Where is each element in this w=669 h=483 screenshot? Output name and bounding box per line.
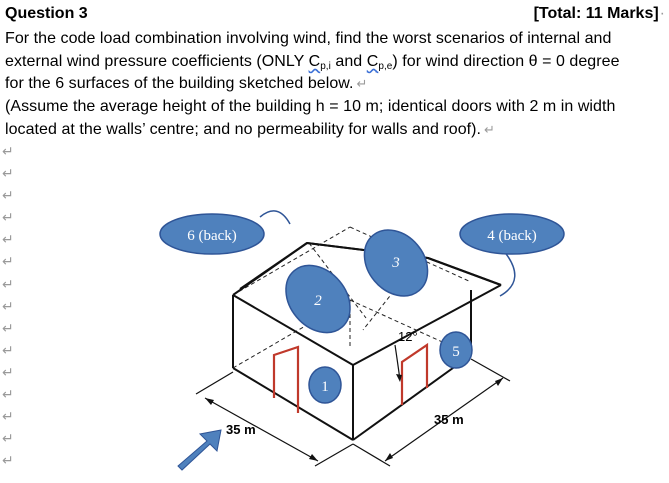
paragraph-mark-icon: ↵ bbox=[356, 76, 368, 92]
body-line-2a: external wind pressure coefficients (ONL… bbox=[5, 52, 309, 70]
question-title: Question 3 bbox=[5, 5, 88, 22]
paragraph-mark-icon: ↵ bbox=[484, 121, 495, 137]
body-and: and bbox=[330, 52, 367, 70]
paragraph-mark-icon: ↵ bbox=[2, 363, 14, 380]
body-line-2b: ) for wind direction θ = 0 degree bbox=[392, 52, 620, 70]
paragraph-mark-icon: ↵ bbox=[2, 452, 14, 469]
surface-bubbles: 6 (back) 4 (back) 3 2 1 5 bbox=[159, 213, 565, 404]
leader-6 bbox=[259, 210, 291, 225]
dim-label-left: 35 m bbox=[226, 422, 256, 437]
cpi-letter: C bbox=[308, 52, 321, 70]
paragraph-mark-icon: ↵ bbox=[2, 275, 14, 292]
surface-1-label: 1 bbox=[321, 379, 329, 395]
paragraph-mark-icon: ↵ bbox=[2, 143, 14, 159]
door-left bbox=[272, 345, 300, 413]
paragraph-mark-icon: ↵ bbox=[2, 319, 14, 336]
leader-4 bbox=[499, 249, 516, 297]
dimension-arrowheads bbox=[205, 378, 503, 461]
dimension-lines bbox=[195, 358, 511, 467]
doors bbox=[272, 342, 429, 413]
surface-6-bubble bbox=[159, 213, 265, 255]
paragraph-mark-icon: ↵ bbox=[2, 231, 14, 248]
question-header: Question 3 [Total: 11 Marks]· bbox=[5, 5, 665, 27]
surface-5-label: 5 bbox=[452, 344, 460, 360]
paragraph-mark-icon: · bbox=[659, 5, 665, 22]
total-marks-text: [Total: 11 Marks] bbox=[533, 5, 659, 22]
surface-4-label: 4 (back) bbox=[487, 228, 537, 244]
dim-label-right: 35 m bbox=[434, 412, 464, 427]
surface-4-bubble bbox=[459, 213, 565, 255]
paragraph-mark-icon: ↵ bbox=[2, 165, 14, 182]
surface-3-label: 3 bbox=[391, 255, 400, 271]
door-right bbox=[400, 342, 429, 405]
wind-arrow-icon bbox=[177, 429, 222, 471]
body-line-1: For the code load combination involving … bbox=[5, 30, 612, 47]
paragraph-mark-icon: ↵ bbox=[2, 430, 14, 447]
paragraph-mark-icon: ↵ bbox=[2, 209, 14, 226]
body-line-3-text: for the 6 surfaces of the building sketc… bbox=[5, 75, 354, 93]
paragraph-mark-icon: ↵ bbox=[2, 253, 14, 270]
angle-arc-head-icon bbox=[396, 374, 402, 382]
paragraph-marks-column: ↵ ↵ ↵ ↵ ↵ ↵ ↵ ↵ ↵ ↵ ↵ ↵ ↵ ↵ ↵ bbox=[2, 140, 16, 480]
surface-1-bubble bbox=[308, 366, 342, 404]
surface-6-label: 6 (back) bbox=[187, 228, 237, 244]
paragraph-mark-icon: ↵ bbox=[2, 187, 14, 204]
cpi-subscript: p,i bbox=[320, 60, 331, 72]
paragraph-mark-icon: ↵ bbox=[2, 386, 14, 403]
surface-2-label: 2 bbox=[314, 293, 322, 309]
total-marks: [Total: 11 Marks]· bbox=[534, 5, 665, 23]
cpe-symbol: Cp,e bbox=[366, 52, 393, 72]
roof-angle-label: 12° bbox=[398, 329, 418, 344]
body-line-5: located at the walls’ centre; and no per… bbox=[5, 119, 669, 142]
paragraph-mark-icon: ↵ bbox=[2, 297, 14, 314]
paragraph-mark-icon: ↵ bbox=[2, 408, 14, 425]
body-line-4: (Assume the average height of the buildi… bbox=[5, 98, 616, 116]
question-body: For the code load combination involving … bbox=[5, 28, 669, 141]
cpe-letter: C bbox=[366, 52, 379, 70]
body-line-2: external wind pressure coefficients (ONL… bbox=[5, 51, 669, 74]
body-line-3: for the 6 surfaces of the building sketc… bbox=[5, 73, 669, 96]
cpi-symbol: Cp,i bbox=[308, 52, 331, 72]
body-line-5-text: located at the walls’ centre; and no per… bbox=[5, 120, 482, 138]
paragraph-mark-icon: ↵ bbox=[2, 341, 14, 358]
cpe-subscript: p,e bbox=[378, 60, 393, 72]
surface-2-bubble bbox=[285, 264, 351, 334]
surface-3-bubble bbox=[363, 229, 429, 297]
surface-5-bubble bbox=[439, 331, 473, 369]
